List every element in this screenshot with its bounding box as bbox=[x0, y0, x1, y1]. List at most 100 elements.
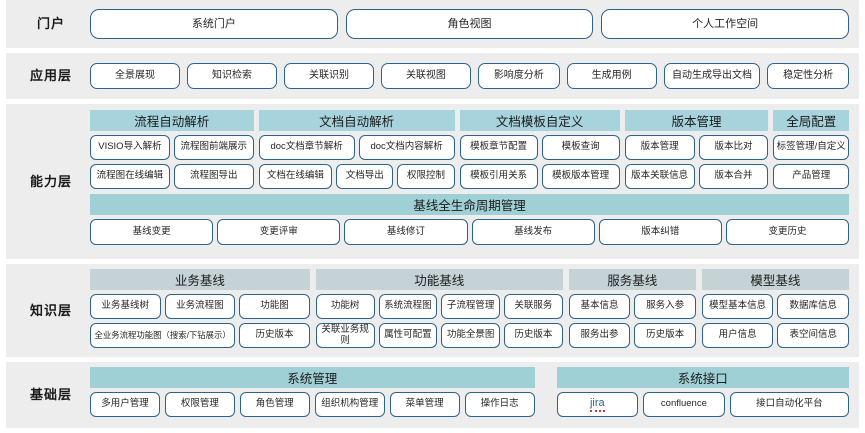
portal-items: 系统门户 角色视图 个人工作空间 bbox=[90, 9, 853, 40]
know-item-database-info[interactable]: 数据库信息 bbox=[777, 294, 849, 320]
cap-item-template-chapter-config[interactable]: 模板章节配置 bbox=[459, 135, 538, 160]
know-item-full-business-flow-function-diagram[interactable]: 全业务流程功能图（搜索/下钻展示） bbox=[90, 323, 236, 349]
know-item-attribute-configurable[interactable]: 属性可配置 bbox=[378, 323, 438, 349]
app-item-impact-analysis[interactable]: 影响度分析 bbox=[477, 63, 560, 90]
capability-row: 文档在线编辑 文档导出 权限控制 bbox=[258, 164, 455, 189]
cap-item-flowchart-export[interactable]: 流程图导出 bbox=[173, 164, 254, 189]
capability-body: 流程自动解析 VISIO导入解析 流程图前端展示 流程图在线编辑 流程图导出 文… bbox=[90, 110, 853, 253]
knowledge-row: 业务基线树 业务流程图 功能图 bbox=[90, 294, 310, 320]
app-item-knowledge-search[interactable]: 知识检索 bbox=[186, 63, 277, 90]
base-item-confluence[interactable]: confluence bbox=[643, 391, 725, 417]
knowledge-group-header-business-baseline: 业务基线 bbox=[90, 269, 310, 291]
base-item-role-mgmt[interactable]: 角色管理 bbox=[239, 391, 310, 417]
app-item-relation-view[interactable]: 关联视图 bbox=[380, 63, 471, 90]
knowledge-group-model-baseline: 模型基线 模型基本信息 数据库信息 用户信息 表空间信息 bbox=[701, 269, 849, 351]
base-layer-band: 基础层 系统管理 多用户管理 权限管理 角色管理 组织机构管理 菜单管理 操作日… bbox=[6, 361, 859, 428]
cap-item-template-query[interactable]: 模板查询 bbox=[541, 135, 620, 160]
base-item-permission-mgmt[interactable]: 权限管理 bbox=[164, 391, 235, 417]
base-item-jira[interactable]: jira bbox=[556, 391, 639, 417]
knowledge-group-header-model-baseline: 模型基线 bbox=[701, 269, 849, 291]
portal-item-personal-workspace[interactable]: 个人工作空间 bbox=[601, 9, 850, 40]
lifecycle-item-change-review[interactable]: 变更评审 bbox=[217, 219, 341, 245]
app-item-stability-analysis[interactable]: 稳定性分析 bbox=[767, 63, 849, 90]
knowledge-row: 关联业务规则 属性可配置 功能全景图 历史版本 bbox=[315, 323, 563, 349]
knowledge-group-header-function-baseline: 功能基线 bbox=[315, 269, 563, 291]
lifecycle-item-baseline-release[interactable]: 基线发布 bbox=[471, 219, 595, 245]
cap-item-flowchart-frontend-display[interactable]: 流程图前端展示 bbox=[173, 135, 254, 160]
base-group-system-interface: 系统接口 jira confluence 接口自动化平台 bbox=[556, 366, 850, 423]
know-item-history-version-service[interactable]: 历史版本 bbox=[634, 323, 696, 349]
lifecycle-item-baseline-change[interactable]: 基线变更 bbox=[90, 219, 214, 245]
know-item-subprocess-mgmt[interactable]: 子流程管理 bbox=[441, 294, 500, 320]
application-layer-band: 应用层 全景展现 知识检索 关联识别 关联视图 影响度分析 生成用例 自动生成导… bbox=[6, 53, 859, 99]
cap-item-doc-chapter-parse[interactable]: doc文档章节解析 bbox=[258, 135, 355, 160]
cap-item-visio-import-parse[interactable]: VISIO导入解析 bbox=[90, 135, 170, 160]
know-item-model-basic-info[interactable]: 模型基本信息 bbox=[701, 294, 774, 320]
portal-item-role-view[interactable]: 角色视图 bbox=[345, 9, 594, 40]
know-item-function-panorama[interactable]: 功能全景图 bbox=[441, 323, 500, 349]
baseline-lifecycle-items: 基线变更 变更评审 基线修订 基线发布 版本纠错 变更历史 bbox=[90, 219, 850, 245]
know-item-service-output-param[interactable]: 服务出参 bbox=[568, 323, 631, 349]
portal-item-system-portal[interactable]: 系统门户 bbox=[90, 9, 338, 40]
cap-item-template-version-mgmt[interactable]: 模板版本管理 bbox=[541, 164, 620, 189]
cap-item-version-management[interactable]: 版本管理 bbox=[624, 135, 695, 160]
capability-group-header-doc-parse: 文档自动解析 bbox=[258, 110, 455, 131]
knowledge-groups: 业务基线 业务基线树 业务流程图 功能图 全业务流程功能图（搜索/下钻展示） 历… bbox=[90, 269, 853, 351]
cap-item-product-management[interactable]: 产品管理 bbox=[773, 164, 849, 189]
cap-item-doc-online-edit[interactable]: 文档在线编辑 bbox=[258, 164, 333, 189]
cap-item-doc-export[interactable]: 文档导出 bbox=[336, 164, 394, 189]
knowledge-row: 功能树 系统流程图 子流程管理 关联服务 bbox=[315, 294, 563, 320]
know-item-system-flowchart[interactable]: 系统流程图 bbox=[378, 294, 438, 320]
know-item-function-tree[interactable]: 功能树 bbox=[315, 294, 375, 320]
base-item-operation-log[interactable]: 操作日志 bbox=[464, 391, 535, 417]
know-item-related-service[interactable]: 关联服务 bbox=[504, 294, 563, 320]
base-groups: 系统管理 多用户管理 权限管理 角色管理 组织机构管理 菜单管理 操作日志 系统… bbox=[90, 366, 853, 423]
knowledge-layer-band: 知识层 业务基线 业务基线树 业务流程图 功能图 全业务流程功能图（搜索/下钻展… bbox=[6, 264, 859, 357]
cap-item-version-compare[interactable]: 版本比对 bbox=[698, 135, 769, 160]
cap-item-tag-mgmt-custom[interactable]: 标签管理/自定义 bbox=[773, 135, 849, 160]
jira-label: jira bbox=[589, 397, 605, 412]
base-item-multi-user-mgmt[interactable]: 多用户管理 bbox=[90, 391, 160, 417]
cap-item-version-relation-info[interactable]: 版本关联信息 bbox=[624, 164, 695, 189]
knowledge-layer-label: 知识层 bbox=[29, 302, 72, 318]
base-item-interface-automation-platform[interactable]: 接口自动化平台 bbox=[729, 391, 850, 417]
knowledge-group-business-baseline: 业务基线 业务基线树 业务流程图 功能图 全业务流程功能图（搜索/下钻展示） 历… bbox=[90, 269, 310, 351]
capability-row: doc文档章节解析 doc文档内容解析 bbox=[258, 135, 455, 160]
base-item-org-structure-mgmt[interactable]: 组织机构管理 bbox=[314, 391, 385, 417]
knowledge-row: 用户信息 表空间信息 bbox=[701, 323, 849, 349]
cap-item-version-merge[interactable]: 版本合并 bbox=[698, 164, 769, 189]
app-item-panorama[interactable]: 全景展现 bbox=[90, 63, 180, 90]
base-group-header-system-management: 系统管理 bbox=[90, 366, 535, 388]
lifecycle-item-baseline-revision[interactable]: 基线修订 bbox=[344, 219, 468, 245]
know-item-user-info[interactable]: 用户信息 bbox=[701, 323, 774, 349]
know-item-related-business-rule[interactable]: 关联业务规则 bbox=[315, 323, 375, 349]
know-item-service-input-param[interactable]: 服务入参 bbox=[634, 294, 696, 320]
app-item-auto-export-doc[interactable]: 自动生成导出文档 bbox=[663, 63, 761, 90]
lifecycle-item-version-correction[interactable]: 版本纠错 bbox=[598, 219, 722, 245]
know-item-basic-info[interactable]: 基本信息 bbox=[568, 294, 631, 320]
capability-group-version-mgmt: 版本管理 版本管理 版本比对 版本关联信息 版本合并 bbox=[624, 110, 769, 189]
app-item-relation-recognition[interactable]: 关联识别 bbox=[283, 63, 374, 90]
capability-row: VISIO导入解析 流程图前端展示 bbox=[90, 135, 254, 160]
cap-item-flowchart-online-edit[interactable]: 流程图在线编辑 bbox=[90, 164, 170, 189]
cap-item-permission-control[interactable]: 权限控制 bbox=[397, 164, 455, 189]
cap-item-doc-content-parse[interactable]: doc文档内容解析 bbox=[358, 135, 455, 160]
capability-groups: 流程自动解析 VISIO导入解析 流程图前端展示 流程图在线编辑 流程图导出 文… bbox=[90, 110, 849, 189]
portal-layer-label: 门户 bbox=[36, 16, 65, 32]
knowledge-row: 服务出参 历史版本 bbox=[568, 323, 696, 349]
lifecycle-item-change-history[interactable]: 变更历史 bbox=[725, 219, 850, 245]
know-item-tablespace-info[interactable]: 表空间信息 bbox=[777, 323, 849, 349]
app-item-generate-usecase[interactable]: 生成用例 bbox=[566, 63, 657, 90]
know-item-history-version-function[interactable]: 历史版本 bbox=[504, 323, 563, 349]
application-items: 全景展现 知识检索 关联识别 关联视图 影响度分析 生成用例 自动生成导出文档 … bbox=[90, 63, 853, 90]
base-item-menu-mgmt[interactable]: 菜单管理 bbox=[389, 391, 460, 417]
know-item-history-version-business[interactable]: 历史版本 bbox=[239, 323, 310, 349]
know-item-business-flowchart[interactable]: 业务流程图 bbox=[164, 294, 236, 320]
know-item-business-baseline-tree[interactable]: 业务基线树 bbox=[90, 294, 161, 320]
capability-row: 版本关联信息 版本合并 bbox=[624, 164, 769, 189]
base-group-system-management: 系统管理 多用户管理 权限管理 角色管理 组织机构管理 菜单管理 操作日志 bbox=[90, 366, 535, 423]
cap-item-template-reference-relation[interactable]: 模板引用关系 bbox=[459, 164, 538, 189]
know-item-function-diagram[interactable]: 功能图 bbox=[239, 294, 310, 320]
capability-group-doc-parse: 文档自动解析 doc文档章节解析 doc文档内容解析 文档在线编辑 文档导出 权… bbox=[258, 110, 455, 189]
